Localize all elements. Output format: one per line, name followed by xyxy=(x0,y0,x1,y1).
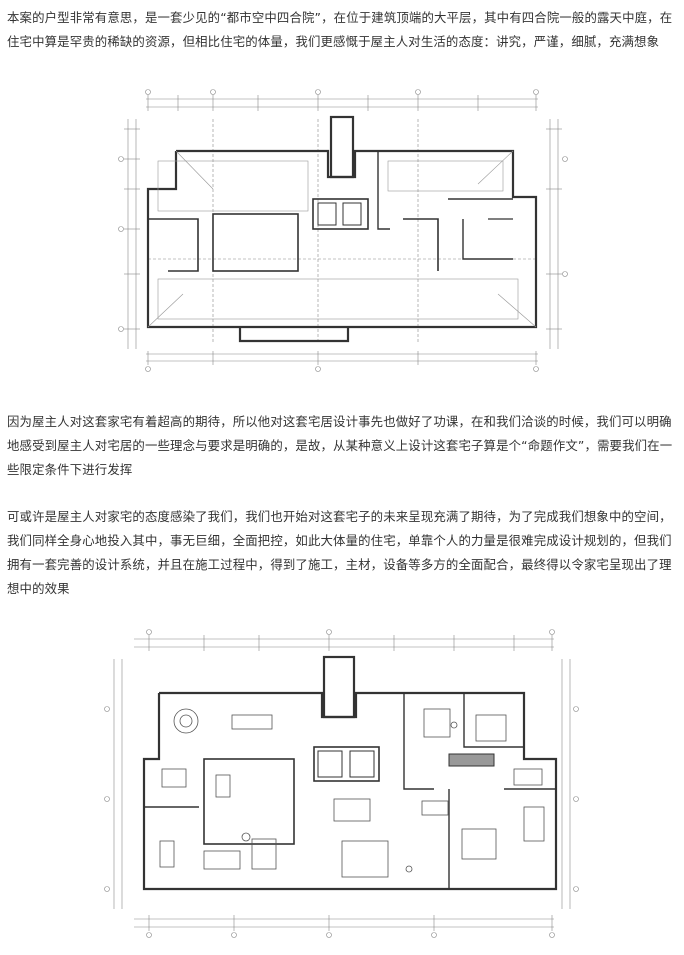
furnished-floor-plan-figure xyxy=(104,629,580,941)
second-paragraph: 因为屋主人对这套家宅有着超高的期待，所以他对这套宅居设计事先也做好了功课，在和我… xyxy=(7,414,673,477)
third-paragraph: 可或许是屋主人对家宅的态度感染了我们，我们也开始对这套宅子的未来呈现充满了期待，… xyxy=(7,509,672,596)
original-floor-plan-figure xyxy=(118,89,568,374)
furnished-floor-plan-drawing xyxy=(104,629,579,938)
original-floor-plan-drawing xyxy=(118,89,568,372)
intro-paragraph: 本案的户型非常有意思，是一套少见的“都市空中四合院”，在位于建筑顶端的大平层，其… xyxy=(7,10,673,49)
